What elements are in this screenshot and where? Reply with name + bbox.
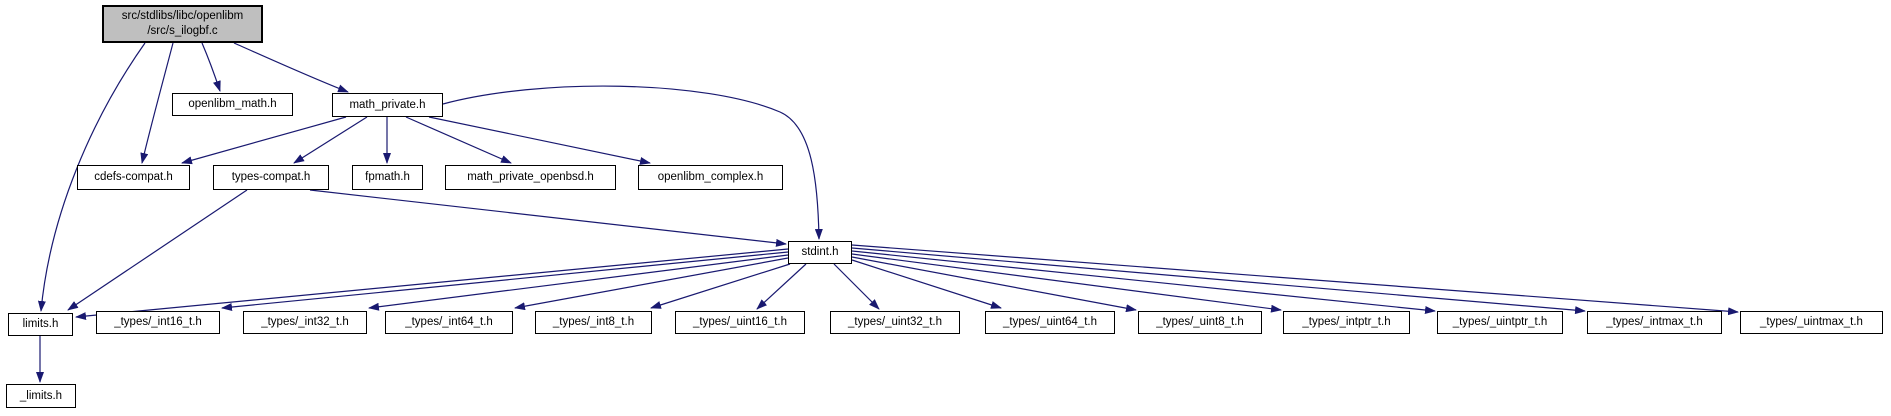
- graph-node-uint32[interactable]: _types/_uint32_t.h: [830, 311, 960, 334]
- graph-node-limits[interactable]: limits.h: [8, 313, 73, 336]
- edge-stdint-intmax: [851, 247, 1586, 315]
- graph-node-openlibm_math[interactable]: openlibm_math.h: [172, 93, 293, 116]
- graph-node-openlibm_complex[interactable]: openlibm_complex.h: [638, 165, 783, 190]
- edge-math_private-math_private_openbsd: [405, 116, 512, 164]
- edge-root-math_private: [233, 42, 349, 93]
- edge-stdint-uint32: [833, 263, 880, 310]
- edge-stdint-intptr: [851, 253, 1282, 313]
- graph-node-int8[interactable]: _types/_int8_t.h: [535, 311, 652, 334]
- edge-root-cdefs_compat: [140, 42, 174, 164]
- edge-stdint-int64: [514, 257, 789, 311]
- edge-stdint-uintmax: [851, 244, 1739, 316]
- edge-stdint-uint16: [756, 263, 807, 310]
- edge-math_private-openlibm_complex: [428, 116, 651, 165]
- graph-node-int32[interactable]: _types/_int32_t.h: [243, 311, 367, 334]
- graph-node-fpmath[interactable]: fpmath.h: [352, 165, 423, 190]
- graph-node-cdefs_compat[interactable]: cdefs-compat.h: [77, 165, 190, 190]
- graph-node-stdint[interactable]: stdint.h: [788, 241, 852, 264]
- edge-stdint-uint8: [851, 256, 1137, 313]
- edge-stdint-int16: [221, 251, 789, 311]
- graph-node-limits2[interactable]: _limits.h: [6, 384, 76, 408]
- graph-node-uintptr[interactable]: _types/_uintptr_t.h: [1437, 311, 1563, 334]
- graph-node-intptr[interactable]: _types/_intptr_t.h: [1283, 311, 1410, 334]
- graph-node-int16[interactable]: _types/_int16_t.h: [96, 311, 220, 334]
- edge-stdint-int8: [650, 263, 791, 309]
- edge-math_private-stdint: [442, 85, 823, 240]
- graph-node-root: src/stdlibs/libc/openlibm /src/s_ilogbf.…: [102, 5, 263, 43]
- edge-root-limits: [37, 42, 146, 312]
- edge-stdint-uintptr: [851, 250, 1436, 314]
- graph-node-uint16[interactable]: _types/_uint16_t.h: [675, 311, 805, 334]
- edge-stdint-limits: [75, 248, 789, 321]
- edge-stdint-uint64: [851, 259, 1002, 309]
- graph-node-uint8[interactable]: _types/_uint8_t.h: [1138, 311, 1262, 334]
- edge-math_private-cdefs_compat: [181, 116, 347, 165]
- graph-node-math_private[interactable]: math_private.h: [332, 93, 443, 117]
- edge-root-openlibm_math: [201, 42, 221, 92]
- edge-stdint-int32: [368, 254, 789, 311]
- edge-types_compat-limits: [67, 189, 248, 311]
- graph-node-uint64[interactable]: _types/_uint64_t.h: [985, 311, 1115, 334]
- graph-node-uintmax[interactable]: _types/_uintmax_t.h: [1740, 311, 1883, 334]
- graph-node-math_private_openbsd[interactable]: math_private_openbsd.h: [445, 165, 616, 190]
- edge-math_private-types_compat: [293, 116, 368, 164]
- graph-node-int64[interactable]: _types/_int64_t.h: [385, 311, 513, 334]
- edge-types_compat-stdint: [309, 189, 787, 247]
- graph-node-types_compat[interactable]: types-compat.h: [213, 165, 329, 190]
- graph-node-intmax[interactable]: _types/_intmax_t.h: [1587, 311, 1722, 334]
